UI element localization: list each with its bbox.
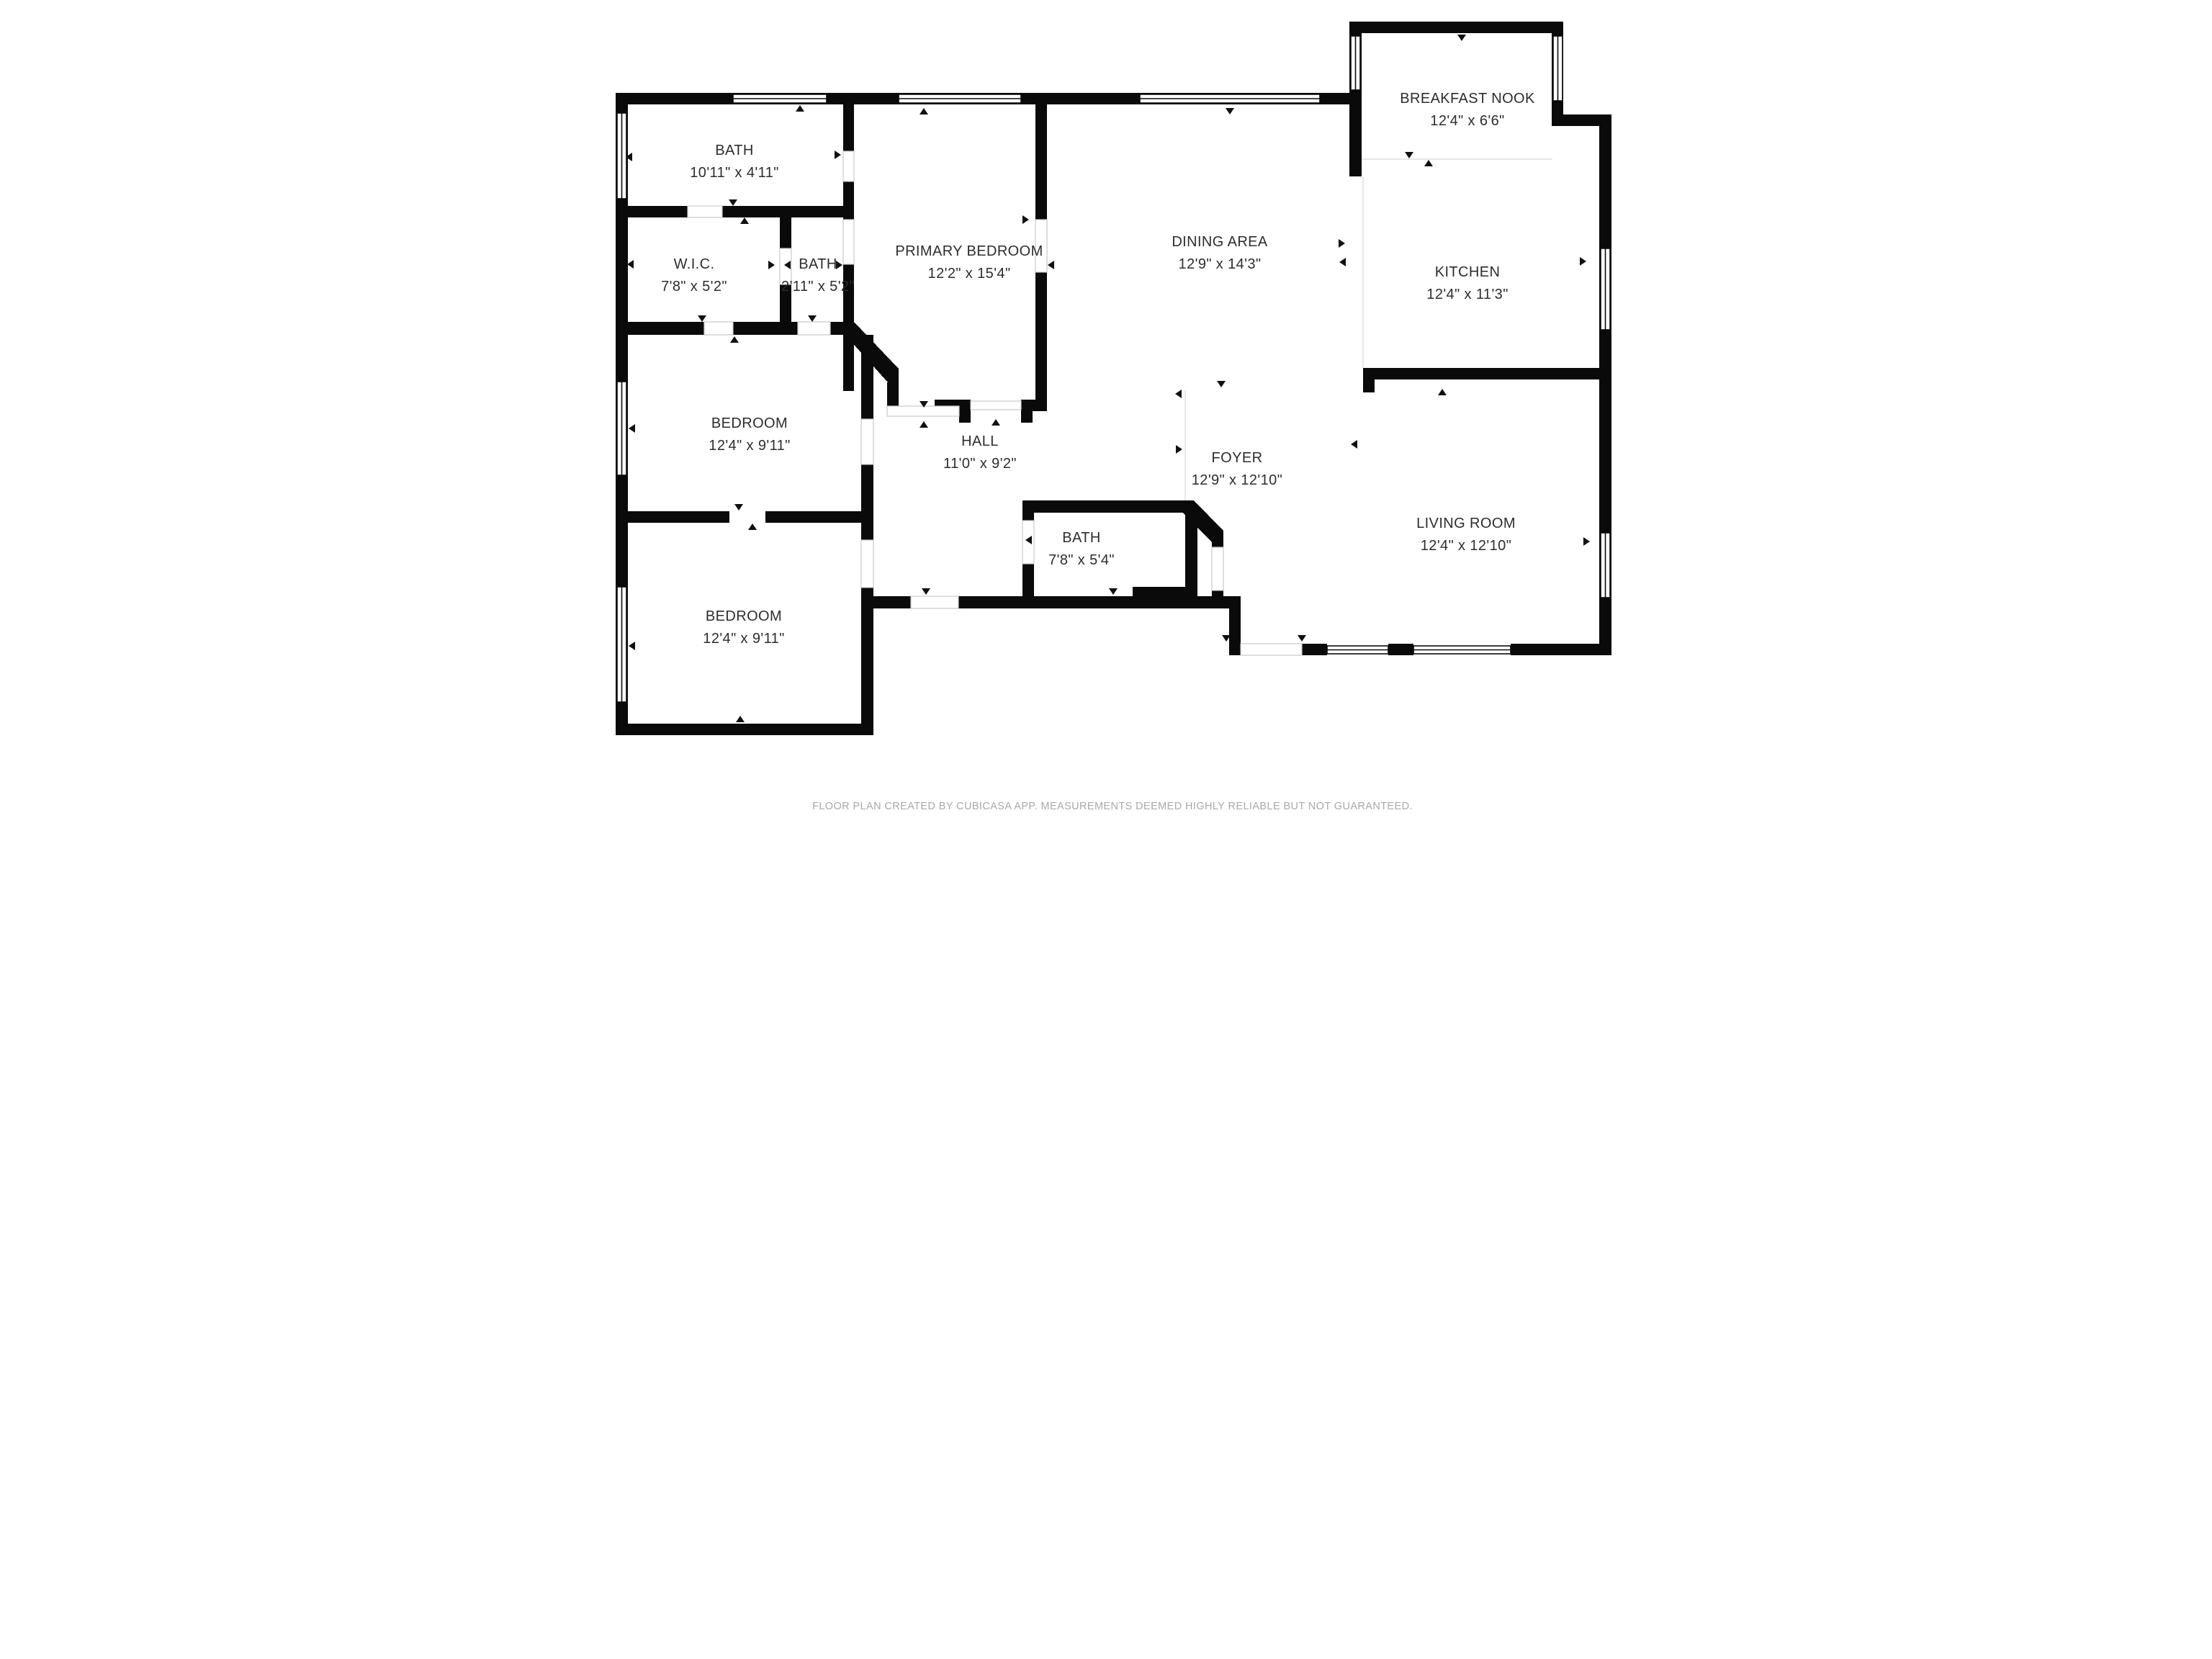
room-name: HALL (961, 433, 999, 449)
door-marker-icon (796, 105, 804, 112)
door-marker-icon (734, 504, 743, 511)
room-dimensions: 12'2" x 15'4" (927, 266, 1011, 282)
window-icon (1600, 248, 1611, 331)
room-name: BREAKFAST NOOK (1400, 91, 1535, 107)
room-dimensions: 12'4" x 6'6" (1430, 113, 1505, 129)
room-label-breakfast-nook: BREAKFAST NOOK 12'4" x 6'6" (1400, 88, 1535, 132)
door-marker-icon (835, 150, 841, 159)
door-marker-icon (920, 401, 928, 408)
door-marker-icon (748, 523, 757, 530)
door-marker-icon (808, 315, 817, 322)
floor-plan-drawing (616, 22, 1611, 735)
door-marker-icon (698, 315, 706, 322)
door-marker-icon (736, 716, 745, 722)
door-marker-icon (1351, 440, 1357, 449)
door-marker-icon (1339, 239, 1345, 248)
door-openings (687, 150, 1303, 656)
window-icon (732, 94, 827, 104)
window-icon (616, 112, 627, 199)
door-marker-icon (1222, 635, 1231, 642)
door-marker-icon (729, 199, 737, 206)
room-name: BEDROOM (711, 415, 788, 431)
room-dimensions: 12'4" x 11'3" (1426, 287, 1509, 302)
door-marker-icon (1109, 588, 1118, 595)
room-name: W.I.C. (673, 256, 715, 272)
room-name: PRIMARY BEDROOM (895, 243, 1043, 259)
door-marker-icon (1424, 160, 1433, 166)
door-marker-icon (1175, 390, 1182, 398)
window-icon (616, 586, 627, 703)
door-marker-icon (740, 217, 749, 224)
door-marker-icon (629, 424, 635, 433)
room-dimensions: 12'4" x 12'10" (1420, 538, 1512, 554)
room-label-primary-bedroom: PRIMARY BEDROOM 12'2" x 15'4" (895, 240, 1043, 285)
door-marker-icon (1438, 389, 1447, 395)
window-icon (898, 94, 1022, 104)
room-dimensions: 10'11" x 4'11" (690, 165, 779, 181)
room-dimensions: 2'11" x 5'2" (781, 279, 855, 295)
room-dimensions: 12'9" x 12'10" (1191, 472, 1283, 488)
room-dimensions: 12'4" x 9'11" (703, 631, 785, 647)
room-name: LIVING ROOM (1416, 516, 1516, 531)
room-label-dining-area: DINING AREA 12'9" x 14'3" (1172, 231, 1267, 276)
door-marker-icon (836, 261, 842, 269)
room-label-wic: W.I.C. 7'8" x 5'2" (661, 253, 727, 298)
door-marker-icon (1405, 152, 1413, 158)
room-name: BATH (1062, 530, 1101, 546)
window-icon (1413, 645, 1511, 655)
window-icon (1552, 35, 1563, 102)
door-marker-icon (920, 421, 928, 428)
door-marker-icon (1226, 108, 1234, 114)
room-name: BATH (715, 143, 754, 158)
door-marker-icon (627, 260, 634, 269)
room-label-bedroom-upper: BEDROOM 12'4" x 9'11" (709, 413, 790, 457)
room-name: DINING AREA (1172, 234, 1268, 250)
room-name: BATH (799, 256, 837, 272)
room-label-bath-lower: BATH 7'8" x 5'4" (1048, 527, 1115, 572)
room-dimensions: 7'8" x 5'2" (661, 279, 727, 295)
window-icon (1350, 35, 1361, 91)
door-marker-icon (1176, 445, 1182, 454)
door-marker-icon (1583, 537, 1590, 546)
window-icon (616, 381, 627, 476)
door-marker-icon (768, 261, 775, 269)
room-name: BEDROOM (705, 608, 783, 624)
door-marker-icon (1298, 635, 1306, 642)
windows (616, 35, 1611, 703)
room-label-bath-upper: BATH 10'11" x 4'11" (690, 140, 778, 184)
floor-plan-page: BATH 10'11" x 4'11" W.I.C. 7'8" x 5'2" B… (553, 0, 1659, 830)
room-label-bath-small: BATH 2'11" x 5'2" (781, 253, 855, 298)
room-label-hall: HALL 11'0" x 9'2" (943, 431, 1017, 475)
room-label-kitchen: KITCHEN 12'4" x 11'3" (1426, 261, 1508, 306)
disclaimer-text: FLOOR PLAN CREATED BY CUBICASA APP. MEAS… (812, 801, 1413, 812)
door-marker-icon (629, 642, 635, 650)
room-boundary-lines (1184, 158, 1552, 500)
window-icon (1326, 645, 1389, 655)
door-marker-icon (920, 108, 928, 114)
door-marker-icon (1217, 381, 1226, 387)
window-icon (1600, 532, 1611, 598)
door-marker-icon (1339, 258, 1346, 266)
room-dimensions: 12'4" x 9'11" (709, 438, 791, 454)
door-marker-icon (730, 336, 739, 343)
room-dimensions: 12'9" x 14'3" (1178, 256, 1262, 272)
room-name: KITCHEN (1434, 264, 1501, 280)
door-marker-icon (1022, 215, 1029, 224)
door-marker-icon (992, 419, 1000, 426)
door-marker-icon (922, 588, 930, 595)
room-label-living-room: LIVING ROOM 12'4" x 12'10" (1416, 513, 1516, 557)
door-marker-icon (1048, 261, 1054, 269)
room-name: FOYER (1211, 450, 1263, 466)
door-marker-icon (1025, 536, 1032, 544)
room-label-foyer: FOYER 12'9" x 12'10" (1192, 447, 1282, 492)
door-direction-markers (626, 35, 1590, 722)
door-marker-icon (626, 153, 632, 161)
room-label-bedroom-lower: BEDROOM 12'4" x 9'11" (703, 606, 784, 650)
door-marker-icon (1457, 35, 1466, 41)
room-dimensions: 7'8" x 5'4" (1048, 552, 1115, 568)
door-marker-icon (784, 261, 791, 269)
window-icon (1139, 94, 1321, 104)
room-dimensions: 11'0" x 9'2" (943, 456, 1017, 472)
door-marker-icon (1580, 257, 1586, 266)
